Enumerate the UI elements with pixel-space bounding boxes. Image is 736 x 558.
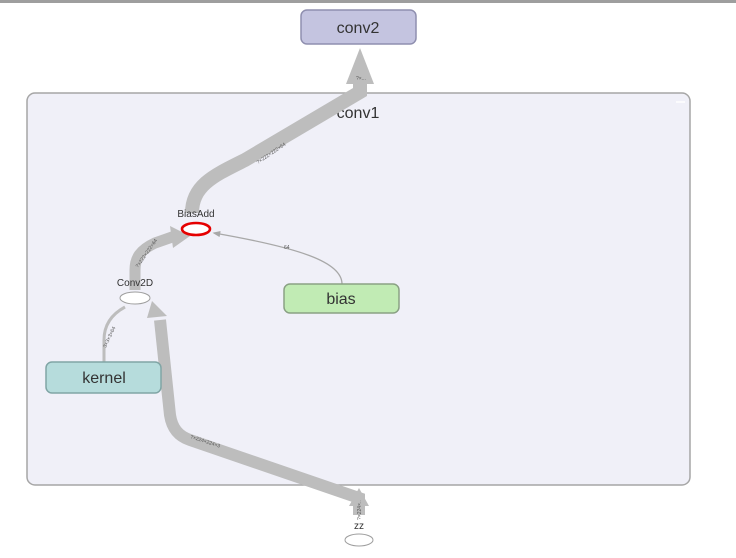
conv2d-node[interactable]: Conv2D: [117, 278, 153, 305]
arrowhead-conv2d: [147, 301, 167, 318]
biasadd-node[interactable]: BiasAdd: [177, 209, 215, 237]
edge-conv2d-to-biasadd: [129, 230, 177, 290]
input-label: zz: [354, 521, 364, 532]
edge-input-to-conv2d: [154, 319, 365, 515]
input-ellipse[interactable]: [344, 533, 374, 547]
input-node[interactable]: zz: [344, 521, 374, 547]
edge-kernel-to-conv2d: [102, 305, 126, 362]
kernel-node[interactable]: kernel: [45, 361, 162, 394]
conv2d-label: Conv2D: [117, 278, 153, 289]
edge-biasadd-to-conv2: [185, 78, 367, 214]
edge-label-conv2-small: ?×...: [356, 76, 366, 82]
biasadd-label: BiasAdd: [177, 209, 214, 220]
edge-label-input-small: ?×224×..: [357, 500, 363, 520]
edge-bias-to-biasadd: [212, 230, 343, 285]
biasadd-ellipse[interactable]: [180, 221, 212, 237]
arrowhead-biasadd: [170, 226, 190, 248]
bias-node[interactable]: bias: [283, 283, 400, 314]
edge-label-bias: 64: [284, 245, 290, 251]
bias-label: bias: [326, 291, 355, 308]
conv2-label: conv2: [337, 20, 380, 37]
arrowhead-input-up: [349, 488, 369, 506]
group-label: conv1: [337, 105, 380, 122]
arrowhead-conv2: [346, 48, 374, 84]
top-bar: [0, 0, 736, 3]
kernel-label: kernel: [82, 370, 126, 387]
conv2-node[interactable]: conv2: [300, 9, 417, 45]
conv2d-ellipse[interactable]: [119, 291, 151, 305]
